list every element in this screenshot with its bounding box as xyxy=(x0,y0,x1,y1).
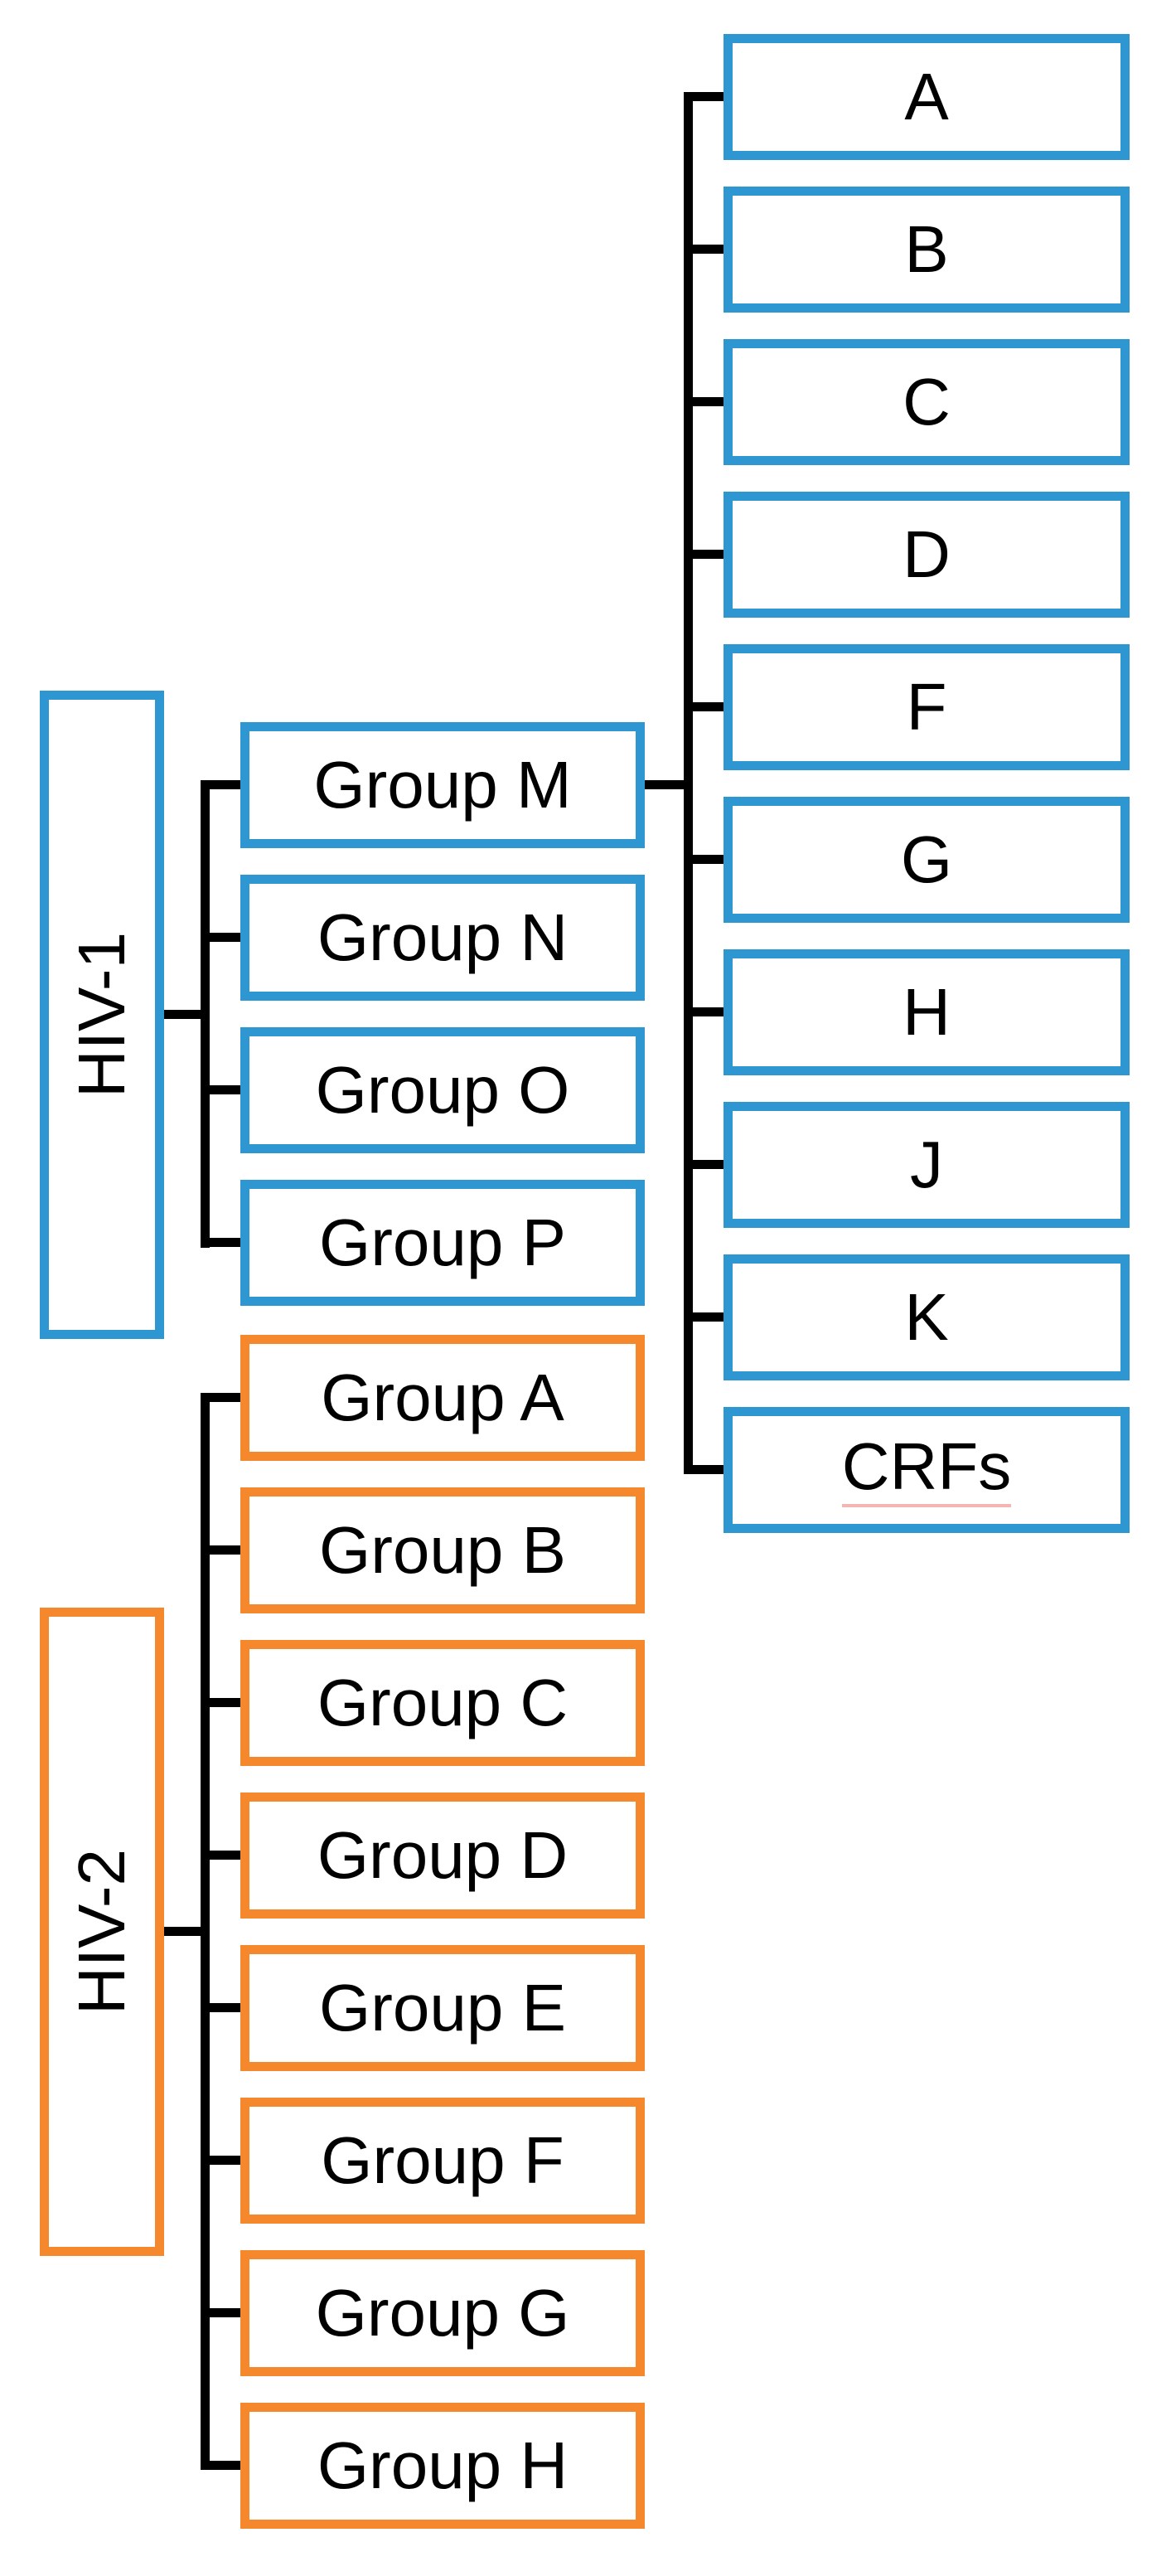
group-o-label: Group O xyxy=(315,1053,570,1127)
group-b-label: Group B xyxy=(319,1513,566,1587)
stub-group-c xyxy=(201,1698,240,1707)
group-f-box: Group F xyxy=(240,2098,645,2224)
group-n-box: Group N xyxy=(240,875,645,1001)
group-d-box: Group D xyxy=(240,1793,645,1919)
stub-group-d xyxy=(201,1851,240,1860)
stub-subtype-f xyxy=(684,702,724,711)
subtype-k-label: K xyxy=(904,1280,949,1354)
subtype-d-box: D xyxy=(724,492,1130,618)
stub-group-g xyxy=(201,2308,240,2317)
stub-subtype-crfs xyxy=(684,1465,724,1474)
group-a-label: Group A xyxy=(321,1361,564,1434)
stub-subtype-d xyxy=(684,550,724,559)
hiv1-root-box: HIV-1 xyxy=(40,691,164,1339)
subtype-g-box: G xyxy=(724,797,1130,923)
subtype-b-box: B xyxy=(724,187,1130,313)
subtype-h-box: H xyxy=(724,949,1130,1075)
stub-group-b xyxy=(201,1545,240,1555)
stub-subtype-g xyxy=(684,855,724,864)
group-b-box: Group B xyxy=(240,1487,645,1613)
hiv1-bracket-trunk xyxy=(201,780,210,1248)
subtype-c-label: C xyxy=(903,365,951,439)
group-p-label: Group P xyxy=(319,1206,566,1279)
hiv2-bracket-trunk xyxy=(201,1393,210,2470)
stub-group-e xyxy=(201,2003,240,2012)
hiv2-connector-line xyxy=(164,1927,210,1936)
stub-subtype-b xyxy=(684,245,724,254)
stub-group-a xyxy=(201,1393,240,1402)
subtype-d-label: D xyxy=(903,517,951,591)
group-c-box: Group C xyxy=(240,1640,645,1766)
group-c-label: Group C xyxy=(317,1666,569,1739)
subtype-f-label: F xyxy=(906,670,947,744)
group-p-box: Group P xyxy=(240,1180,645,1306)
subtype-b-label: B xyxy=(904,212,949,286)
subtype-c-box: C xyxy=(724,339,1130,465)
group-m-box: Group M xyxy=(240,722,645,848)
subtype-bracket-trunk xyxy=(684,92,693,1474)
subtype-a-label: A xyxy=(904,60,949,133)
group-e-box: Group E xyxy=(240,1945,645,2071)
stub-subtype-a xyxy=(684,92,724,101)
hiv1-connector-line xyxy=(164,1010,210,1019)
subtype-f-box: F xyxy=(724,644,1130,770)
subtype-a-box: A xyxy=(724,34,1130,160)
stub-subtype-h xyxy=(684,1007,724,1016)
group-g-box: Group G xyxy=(240,2250,645,2376)
group-m-label: Group M xyxy=(313,748,572,822)
subtype-j-box: J xyxy=(724,1102,1130,1228)
stub-subtype-c xyxy=(684,397,724,406)
subtype-j-label: J xyxy=(910,1128,943,1201)
stub-group-f xyxy=(201,2156,240,2165)
subtype-k-box: K xyxy=(724,1254,1130,1380)
stub-subtype-k xyxy=(684,1312,724,1322)
group-m-connector-line xyxy=(645,780,692,789)
group-n-label: Group N xyxy=(317,900,569,974)
stub-group-o xyxy=(201,1085,240,1094)
group-e-label: Group E xyxy=(319,1971,566,2045)
subtype-h-label: H xyxy=(903,975,951,1049)
stub-group-h xyxy=(201,2461,240,2470)
stub-group-n xyxy=(201,933,240,942)
group-o-box: Group O xyxy=(240,1027,645,1153)
group-h-label: Group H xyxy=(317,2428,569,2502)
group-g-label: Group G xyxy=(315,2276,570,2350)
group-d-label: Group D xyxy=(317,1818,569,1892)
group-h-box: Group H xyxy=(240,2403,645,2529)
hiv1-label: HIV-1 xyxy=(65,931,139,1099)
hiv2-label: HIV-2 xyxy=(65,1848,139,2016)
stub-group-p xyxy=(201,1238,240,1247)
hiv2-root-box: HIV-2 xyxy=(40,1608,164,2256)
stub-subtype-j xyxy=(684,1160,724,1169)
subtype-crfs-label: CRFs xyxy=(841,1433,1012,1507)
stub-group-m xyxy=(201,780,240,789)
group-a-box: Group A xyxy=(240,1335,645,1461)
subtype-g-label: G xyxy=(900,822,953,896)
group-f-label: Group F xyxy=(321,2123,564,2197)
subtype-crfs-box: CRFs xyxy=(724,1407,1130,1533)
